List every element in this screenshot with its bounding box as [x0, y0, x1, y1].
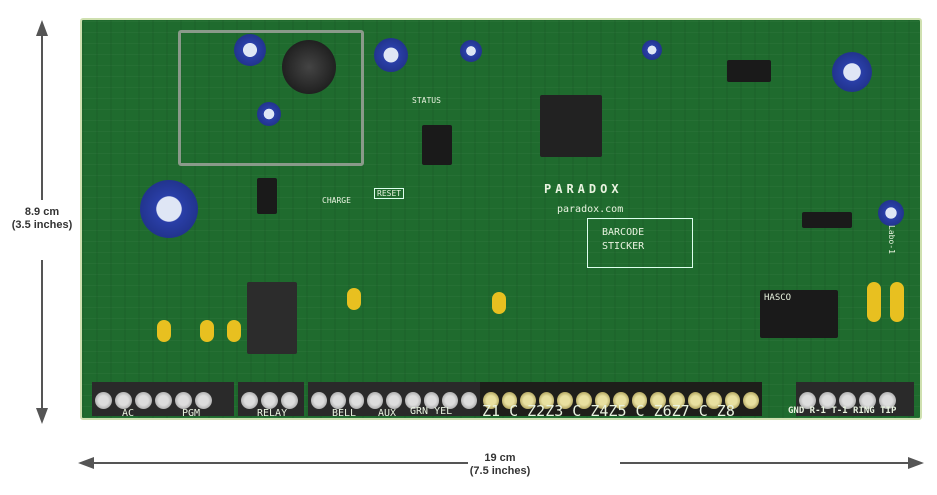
capacitor [642, 40, 662, 60]
terminal-screw[interactable] [281, 392, 298, 409]
terminal-screw[interactable] [799, 392, 816, 409]
terminal-screw[interactable] [115, 392, 132, 409]
width-in: (7.5 inches) [469, 465, 531, 477]
terminal-screw[interactable] [135, 392, 152, 409]
inductor [282, 40, 336, 94]
terminal-screw[interactable] [367, 392, 384, 409]
terminal-screw[interactable] [311, 392, 327, 409]
terminal-screw[interactable] [95, 392, 112, 409]
terminal-screw[interactable] [386, 392, 402, 409]
terminal-screw[interactable] [442, 392, 459, 409]
ic-chip [257, 178, 277, 214]
ic-chip [422, 125, 452, 165]
terminal-screw[interactable] [501, 392, 518, 409]
microcontroller-chip [540, 95, 602, 157]
barcode-label: BARCODE [602, 227, 645, 238]
terminal-screw[interactable] [687, 392, 704, 409]
terminal-screw[interactable] [557, 392, 573, 409]
capacitor [257, 102, 281, 126]
height-dimension-arrow [36, 20, 48, 424]
label-grn-yel: GRN YEL [410, 406, 453, 417]
sticker-label: STICKER [602, 241, 645, 252]
terminal-screw[interactable] [483, 392, 499, 409]
terminal-screw[interactable] [859, 392, 876, 409]
terminal-screw[interactable] [348, 392, 365, 409]
terminal-screw[interactable] [839, 392, 856, 409]
terminal-screw[interactable] [461, 392, 478, 409]
varistor [867, 282, 881, 322]
terminal-block-ac-pgm[interactable] [92, 382, 234, 416]
height-label: 8.9 cm (3.5 inches) [0, 206, 84, 232]
terminal-screw[interactable] [175, 392, 192, 409]
terminal-screw[interactable] [195, 392, 212, 409]
capacitor [374, 38, 408, 72]
height-in: (3.5 inches) [11, 219, 73, 231]
terminal-screw[interactable] [261, 392, 278, 409]
label-phone-line: GND R-1 T-1 RING TIP [788, 406, 897, 416]
relay-brand: HASCO [764, 293, 792, 303]
label-zones: Z1 C Z2Z3 C Z4Z5 C Z6Z7 C Z8 [482, 402, 735, 420]
brand-logo: PARADOX [544, 182, 623, 196]
terminal-screw[interactable] [155, 392, 172, 409]
varistor [347, 288, 361, 310]
varistor [157, 320, 171, 342]
website-text: paradox.com [557, 204, 624, 215]
height-cm: 8.9 cm [24, 206, 60, 218]
terminal-screw[interactable] [743, 392, 759, 409]
terminal-screw[interactable] [650, 392, 666, 409]
barcode-sticker-area: BARCODE STICKER [587, 218, 693, 268]
ic-chip [802, 212, 852, 228]
capacitor [460, 40, 482, 62]
terminal-screw[interactable] [631, 392, 648, 409]
label-bell: BELL [332, 408, 357, 419]
terminal-screw[interactable] [613, 392, 629, 409]
label-pgm: PGM [182, 408, 201, 419]
terminal-screw[interactable] [594, 392, 611, 409]
terminal-screw[interactable] [241, 392, 258, 409]
terminal-block-phone[interactable] [796, 382, 914, 416]
large-capacitor [140, 180, 198, 238]
terminal-screw[interactable] [575, 392, 592, 409]
label-aux: AUX [378, 408, 397, 419]
terminal-screw[interactable] [879, 392, 896, 409]
label-ac: AC [122, 408, 135, 419]
transformer [247, 282, 297, 354]
terminal-screw[interactable] [538, 392, 555, 409]
relay: HASCO [760, 290, 838, 338]
varistor [227, 320, 241, 342]
status-label: STATUS [412, 96, 441, 105]
width-dimension-arrow [78, 457, 924, 469]
terminal-screw[interactable] [329, 392, 346, 409]
terminal-block-zones[interactable] [480, 382, 762, 416]
capacitor [234, 34, 266, 66]
labo-label: Labo-1 [886, 225, 896, 254]
varistor [890, 282, 904, 322]
terminal-block-bell-aux[interactable] [308, 382, 480, 416]
terminal-screw[interactable] [423, 392, 440, 409]
terminal-screw[interactable] [520, 392, 536, 409]
width-label: 19 cm (7.5 inches) [455, 452, 545, 478]
terminal-block-relay[interactable] [238, 382, 304, 416]
terminal-screw[interactable] [706, 392, 722, 409]
terminal-screw[interactable] [404, 392, 421, 409]
capacitor [878, 200, 904, 226]
varistor [200, 320, 214, 342]
label-relay: RELAY [257, 408, 288, 419]
varistor [492, 292, 506, 314]
power-section-frame [178, 30, 364, 166]
circuit-board: HASCO BARCODE STICKER PARADOX paradox.co… [80, 18, 922, 420]
width-cm: 19 cm [484, 452, 516, 464]
terminal-screw[interactable] [668, 392, 685, 409]
capacitor [832, 52, 872, 92]
ic-chip [727, 60, 771, 82]
charge-label: CHARGE [322, 196, 351, 205]
terminal-screw[interactable] [724, 392, 741, 409]
terminal-screw[interactable] [819, 392, 836, 409]
reset-label: RESET [374, 188, 405, 199]
